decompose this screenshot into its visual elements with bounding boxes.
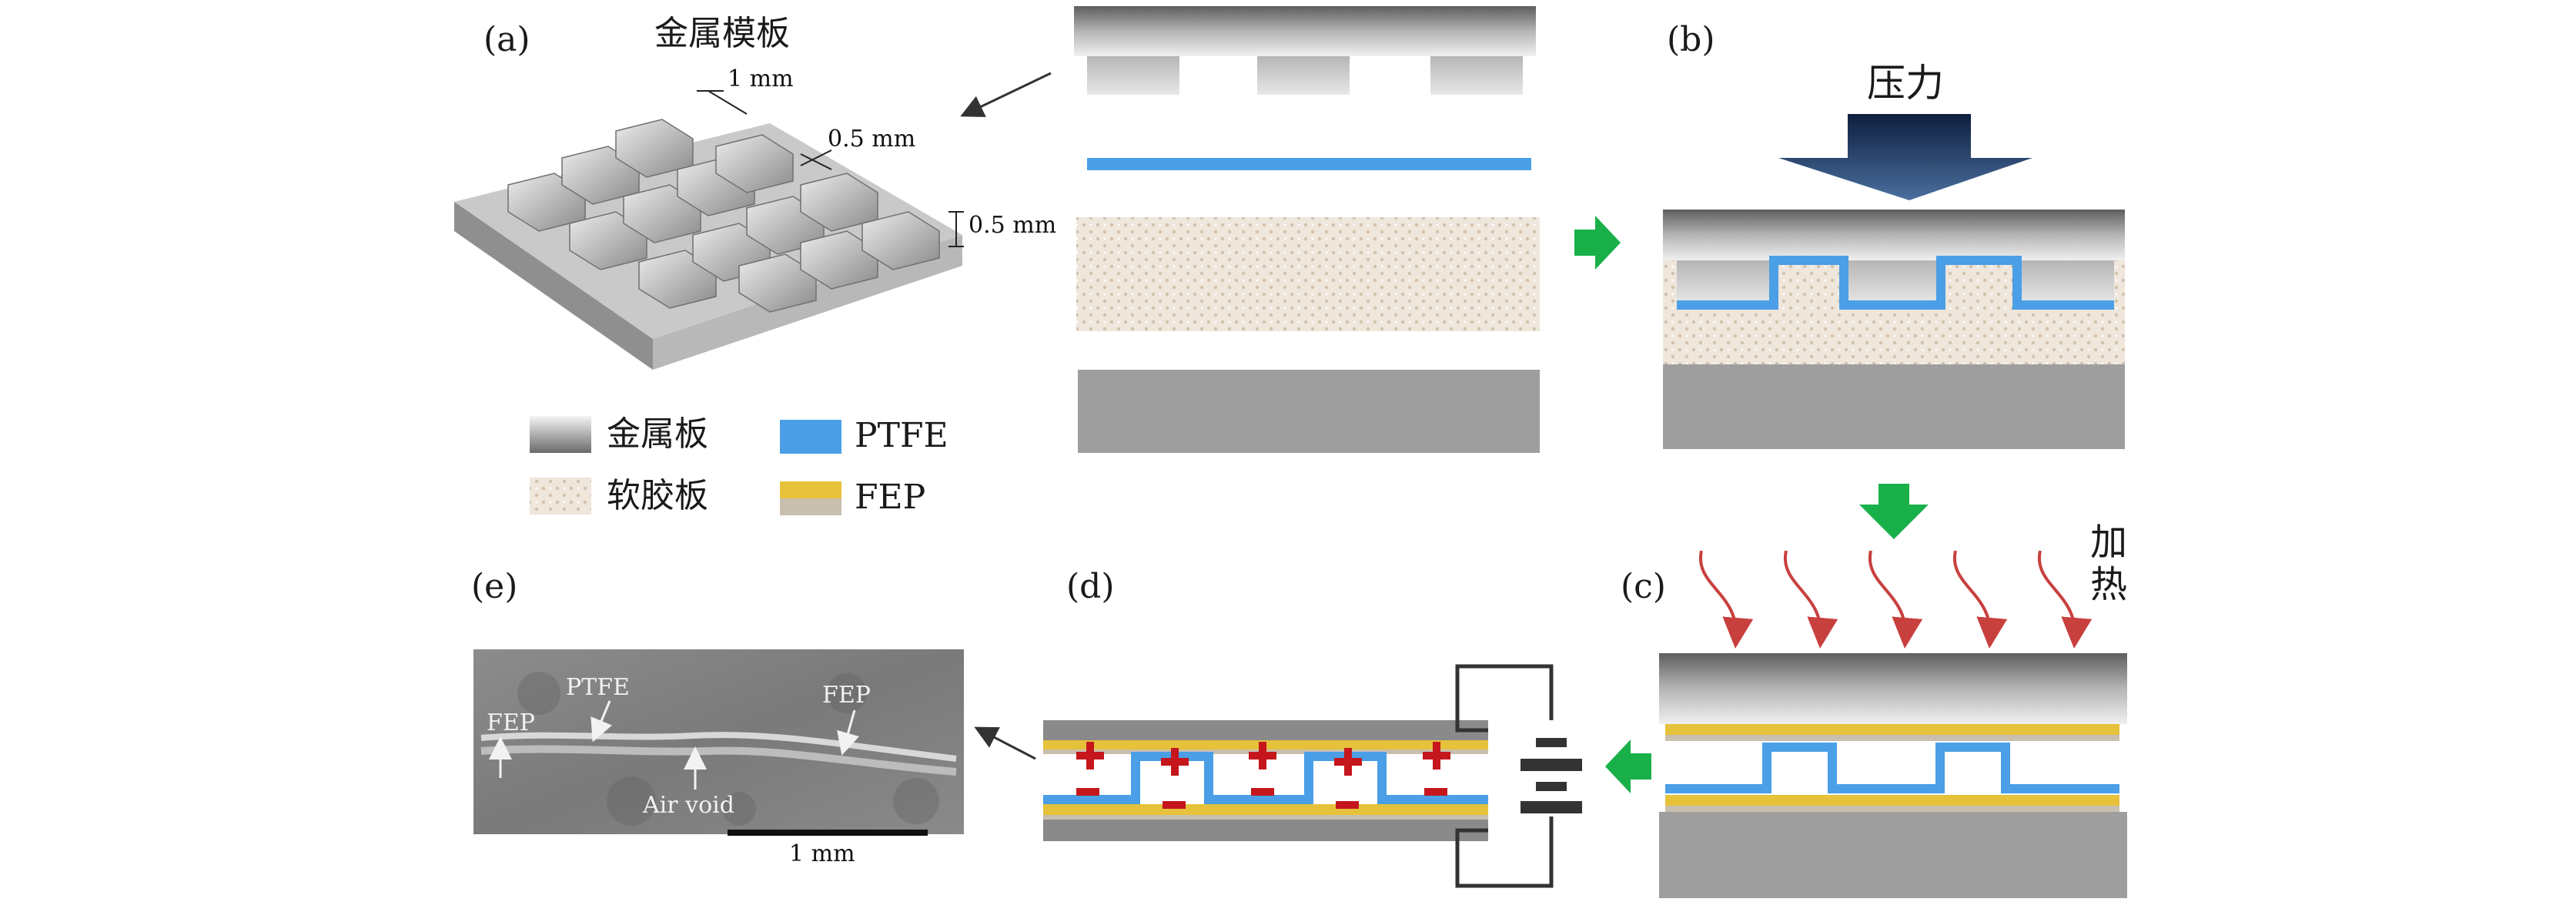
legend-metal-label: 金属板 [607, 414, 708, 454]
legend: 金属板 PTFE 软胶板 FEP [530, 414, 948, 517]
panel-b: (b) 压力 [1663, 20, 2125, 449]
ptfe-formed [1665, 743, 2119, 793]
pointer-arrow-d [974, 726, 1036, 760]
panel-b-label: (b) [1667, 20, 1715, 59]
panel-d: (d) [1043, 567, 1582, 888]
pointer-arrow-a [960, 72, 1052, 117]
dim-width-label: 1 mm [728, 65, 794, 92]
sem-air-void-label: Air void [642, 792, 734, 819]
sem-image [473, 649, 964, 834]
template-title: 金属模板 [654, 14, 790, 53]
sem-fep-right-label: FEP [822, 682, 871, 709]
legend-rubber-swatch [530, 478, 591, 515]
scale-bar [728, 830, 928, 836]
heat-label-1: 加 [2090, 521, 2127, 564]
dim-gap-label: 0.5 mm [828, 126, 915, 153]
dim-height-label: 0.5 mm [969, 212, 1056, 239]
flow-arrow-down [1859, 484, 1929, 539]
sem-fep-left-label: FEP [487, 709, 535, 736]
panel-e: (e) FEP PTFE FEP Air void 1 mm [471, 567, 964, 867]
legend-ptfe-swatch [780, 420, 841, 454]
circuit [1455, 664, 1554, 888]
negative-charges [1076, 788, 1447, 809]
positive-charges [1076, 742, 1450, 776]
capacitor-icon [1521, 738, 1582, 813]
pressure-arrow [1778, 114, 2032, 200]
metal-template-3d [454, 119, 962, 370]
legend-fep-label: FEP [855, 478, 925, 517]
panel-c: (c) 加 热 [1621, 521, 2127, 898]
ptfe-device [1043, 752, 1488, 804]
panel-e-label: (e) [471, 567, 517, 606]
heat-arrows [1698, 550, 2093, 649]
flow-arrow-left [1605, 739, 1651, 793]
legend-metal-swatch [530, 416, 591, 453]
ptfe-pressed [1677, 256, 2114, 310]
layer-stack-a [1074, 6, 1540, 453]
flow-arrow-right [1574, 216, 1621, 270]
legend-ptfe-label: PTFE [855, 416, 948, 455]
heat-label-2: 热 [2090, 563, 2127, 606]
ptfe-film [1087, 158, 1531, 170]
scale-bar-label: 1 mm [789, 840, 855, 867]
legend-fep-swatch [780, 481, 841, 498]
panel-a-label: (a) [483, 20, 530, 59]
panel-d-label: (d) [1066, 567, 1115, 606]
pressure-label: 压力 [1867, 61, 1944, 106]
legend-rubber-label: 软胶板 [607, 476, 708, 515]
panel-a: (a) 金属模板 [454, 14, 1056, 370]
panel-c-label: (c) [1621, 567, 1666, 606]
sem-ptfe-label: PTFE [566, 674, 630, 701]
metal-plate-bottom [1078, 370, 1540, 453]
soft-rubber-plate [1076, 217, 1540, 331]
